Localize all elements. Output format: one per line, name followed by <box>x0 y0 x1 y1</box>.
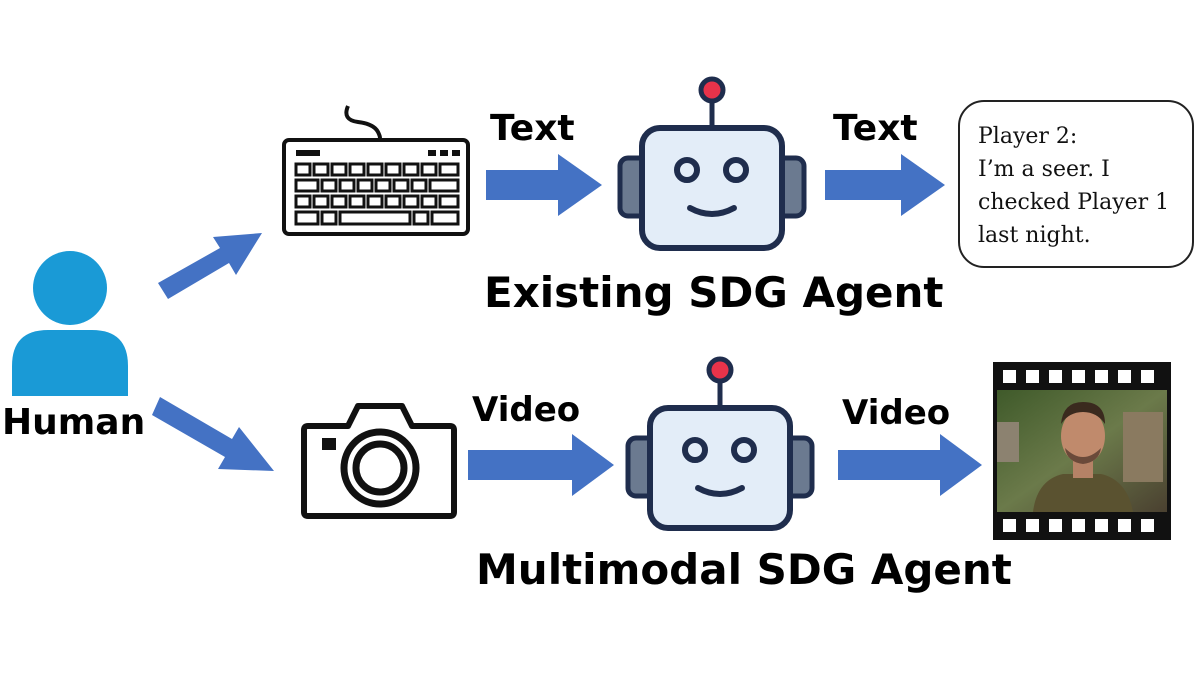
existing-agent-title: Existing SDG Agent <box>484 268 944 317</box>
arrow-text-out <box>825 154 945 216</box>
arrow-video-out <box>838 434 982 496</box>
keyboard-icon <box>282 105 470 236</box>
arrow-to-camera <box>152 397 274 471</box>
multimodal-agent-title: Multimodal SDG Agent <box>476 545 1012 594</box>
output-text-bubble: Player 2: I’m a seer. I checked Player 1… <box>958 100 1194 268</box>
arrow-to-keyboard <box>158 233 262 299</box>
arrow-text-in <box>486 154 602 216</box>
bubble-line: checked Player 1 <box>978 190 1170 215</box>
robot-icon <box>617 76 807 251</box>
video-output-label: Video <box>842 393 951 433</box>
text-output-label: Text <box>833 108 918 149</box>
robot-icon <box>625 356 815 531</box>
person-icon <box>12 251 128 396</box>
video-input-label: Video <box>472 390 581 430</box>
bubble-line: I’m a seer. I <box>978 157 1110 182</box>
arrow-video-in <box>468 434 614 496</box>
bubble-line: last night. <box>978 223 1091 248</box>
film-strip-icon <box>993 362 1171 540</box>
camera-icon <box>301 403 457 519</box>
bubble-line: Player 2: <box>978 124 1078 149</box>
text-input-label: Text <box>490 108 575 149</box>
human-label: Human <box>2 402 146 443</box>
